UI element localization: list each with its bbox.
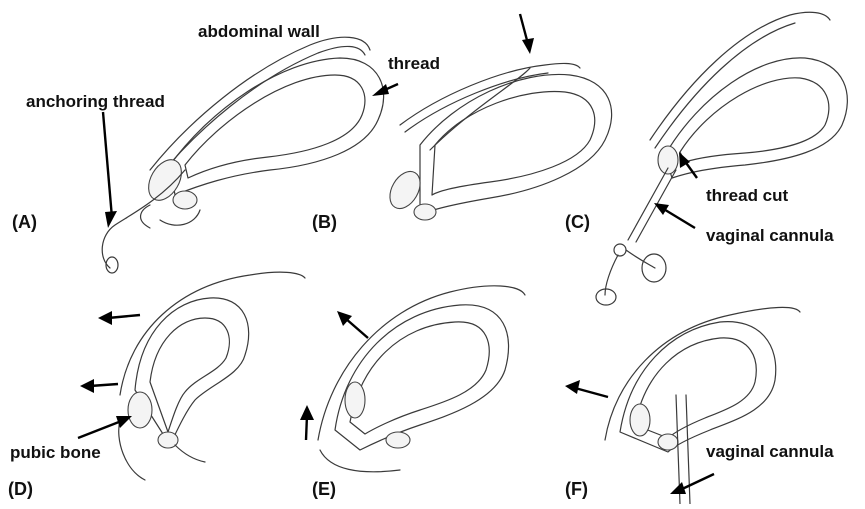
arrow-f-1-head [565, 380, 580, 394]
thread-cut-label: thread cut [706, 186, 788, 206]
panel-label-d: (D) [8, 479, 33, 500]
cannula-f-arrow-line [680, 474, 714, 490]
abdominal-wall-label: abdominal wall [198, 22, 320, 42]
pubic-bone-label: pubic bone [10, 443, 101, 463]
panel-label-e: (E) [312, 479, 336, 500]
anchoring-thread-label: anchoring thread [26, 92, 165, 112]
arrow-d-2-head [80, 379, 94, 393]
panel-b-drawing [384, 14, 612, 220]
arrow-d-2-line [90, 384, 118, 386]
anchoring-arrow-line [103, 112, 112, 218]
panel-label-c: (C) [565, 212, 590, 233]
vaginal-cannula-label-c: vaginal cannula [706, 226, 834, 246]
arrow-e-1-head [337, 311, 352, 326]
cannula-arrow-line [662, 208, 695, 228]
vaginal-cannula-label-f: vaginal cannula [706, 442, 834, 462]
arrow-d-1-head [98, 311, 112, 325]
cannula-arrowhead [654, 203, 669, 215]
panel-label-f: (F) [565, 479, 588, 500]
thread-label: thread [388, 54, 440, 74]
panel-f-drawing [565, 307, 800, 504]
panel-d-drawing [78, 272, 305, 480]
arrow-f-1-line [575, 388, 608, 397]
cannula-f-arrowhead [670, 482, 686, 494]
panel-a-drawing [102, 37, 398, 273]
thread-arrowhead [372, 84, 389, 96]
panel-label-b: (B) [312, 212, 337, 233]
top-arrowhead [522, 38, 534, 54]
arrow-e-2-head [300, 405, 314, 420]
panel-c-drawing [596, 12, 847, 305]
panel-e-drawing [300, 286, 525, 472]
arrow-e-1-line [345, 318, 368, 338]
panel-label-a: (A) [12, 212, 37, 233]
pubic-bone-arrow-line [78, 420, 124, 438]
arrow-d-1-line [108, 315, 140, 318]
